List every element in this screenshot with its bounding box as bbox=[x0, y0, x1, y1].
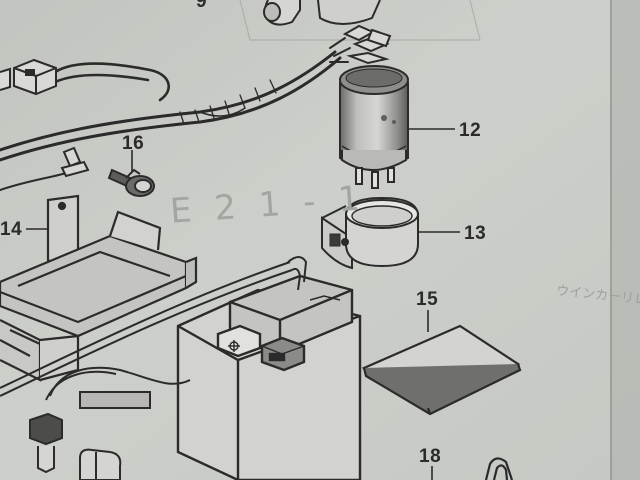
clip-icon bbox=[60, 146, 90, 178]
connector-icon bbox=[263, 0, 381, 26]
spade-terminals-icon bbox=[342, 24, 392, 65]
callout-15: 15 bbox=[416, 289, 439, 310]
callout-16: 16 bbox=[122, 133, 145, 154]
callout-9: 9 bbox=[196, 0, 208, 12]
battery-clip-icon bbox=[484, 457, 514, 480]
rubber-pad-icon bbox=[361, 324, 522, 416]
callout-14: 14 bbox=[0, 219, 23, 240]
battery-icon bbox=[176, 274, 362, 480]
callout-13: 13 bbox=[464, 223, 487, 244]
callout-18: 18 bbox=[419, 446, 442, 467]
relay-holder-icon bbox=[321, 196, 419, 270]
battery-band-icon bbox=[0, 256, 308, 397]
connector-icon bbox=[0, 58, 57, 96]
breather-tube-icon bbox=[29, 366, 191, 474]
relay-icon bbox=[339, 65, 409, 189]
clamp-icon bbox=[79, 448, 122, 480]
callout-12: 12 bbox=[459, 120, 482, 141]
battery-tray-icon bbox=[0, 194, 198, 382]
bolt-icon bbox=[107, 168, 155, 197]
wire-harness-icon bbox=[0, 37, 351, 191]
